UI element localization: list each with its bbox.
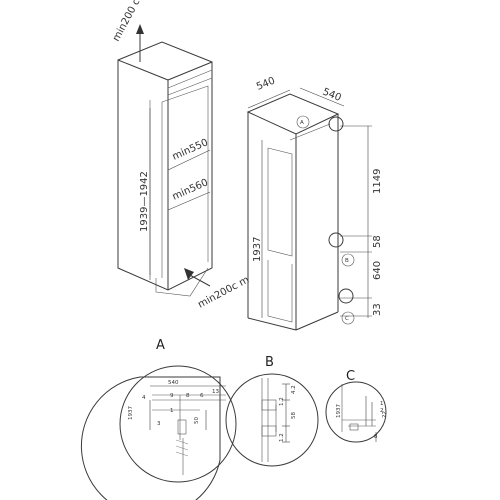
detail-c-title: C bbox=[346, 369, 355, 384]
upper-1149-label: 1149 bbox=[372, 169, 383, 194]
detail-c bbox=[325, 381, 387, 443]
detail-b-dim-1-2-top: 1.2 bbox=[279, 397, 285, 406]
base-33-label: 33 bbox=[372, 303, 383, 316]
detail-a-dim-3: 3 bbox=[157, 421, 161, 427]
detail-a-dim-540: 540 bbox=[168, 380, 179, 386]
appliance-drawing bbox=[246, 87, 372, 331]
detail-a-dim-8: 8 bbox=[186, 393, 190, 399]
min550-label: min550 bbox=[171, 137, 210, 162]
detail-b-dim-1-2-bottom: 1.2 bbox=[279, 433, 285, 442]
detail-a-dim-50: 50 bbox=[194, 417, 200, 424]
detail-c-dim-2: 2 bbox=[380, 408, 384, 414]
marker-b: B bbox=[345, 258, 349, 264]
detail-c-dim-22: 22 bbox=[382, 411, 388, 418]
gap-58-label: 58 bbox=[372, 235, 383, 248]
marker-a: A bbox=[300, 120, 304, 126]
lower-640-label: 640 bbox=[372, 261, 383, 280]
detail-a-title: A bbox=[156, 338, 165, 353]
detail-a-dim-6: 6 bbox=[200, 393, 204, 399]
detail-a-dim-4: 4 bbox=[142, 395, 146, 401]
min200-bottom-label: min200c m bbox=[196, 274, 251, 310]
depth-540-label: 540 bbox=[321, 87, 343, 104]
min560-label: min560 bbox=[171, 177, 210, 202]
detail-a-dim-1937: 1937 bbox=[128, 406, 134, 420]
detail-a bbox=[80, 365, 237, 500]
detail-b-dim-4-2: 4.2 bbox=[291, 385, 297, 394]
height-range-label: 1939—1942 bbox=[139, 171, 150, 232]
detail-c-dim-1: 1 bbox=[380, 401, 384, 407]
detail-c-dim-8: 8 bbox=[374, 434, 378, 440]
detail-b bbox=[225, 373, 319, 467]
marker-c: C bbox=[345, 316, 349, 322]
detail-a-dim-1: 1 bbox=[170, 408, 174, 414]
detail-b-dim-58: 58 bbox=[291, 412, 297, 419]
width-540-label: 540 bbox=[255, 75, 277, 92]
min200-top-label: min200 cm bbox=[111, 0, 147, 43]
cabinet-niche bbox=[117, 24, 213, 297]
detail-a-dim-13: 13 bbox=[212, 389, 219, 395]
detail-a-dim-9: 9 bbox=[170, 393, 174, 399]
detail-c-dim-1937: 1937 bbox=[336, 404, 342, 418]
height-1937-label: 1937 bbox=[252, 237, 263, 262]
detail-b-title: B bbox=[265, 355, 274, 370]
